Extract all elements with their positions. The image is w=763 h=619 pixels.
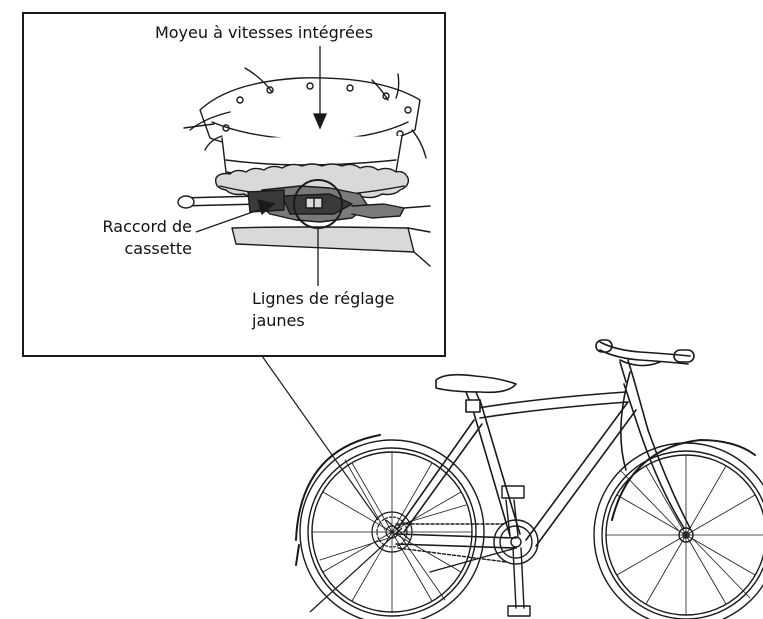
adjustment-lines-label-line2: jaunes bbox=[251, 311, 305, 330]
rear-wheel-spokes bbox=[311, 451, 473, 613]
handlebar bbox=[595, 339, 695, 471]
leader-coupler bbox=[195, 199, 276, 233]
front-wheel bbox=[593, 439, 763, 619]
bicycle bbox=[295, 339, 763, 619]
bicycle-frame bbox=[395, 379, 691, 549]
front-wheel-spokes bbox=[605, 454, 763, 616]
callout-lines bbox=[261, 355, 403, 613]
rear-hub-sprocket bbox=[371, 511, 413, 553]
drivetrain bbox=[395, 485, 539, 617]
saddle bbox=[435, 373, 517, 413]
cassette-coupler-label-line2: cassette bbox=[124, 239, 192, 258]
hub-label: Moyeu à vitesses intégrées bbox=[155, 23, 373, 42]
rear-wheel bbox=[295, 434, 485, 619]
detail-inset: Moyeu à vitesses intégrées Raccord de ca… bbox=[22, 12, 446, 357]
cassette-coupler-label-line1: Raccord de bbox=[103, 217, 193, 236]
adjustment-lines-label-line1: Lignes de réglage bbox=[252, 289, 394, 308]
leader-hub bbox=[313, 46, 327, 130]
